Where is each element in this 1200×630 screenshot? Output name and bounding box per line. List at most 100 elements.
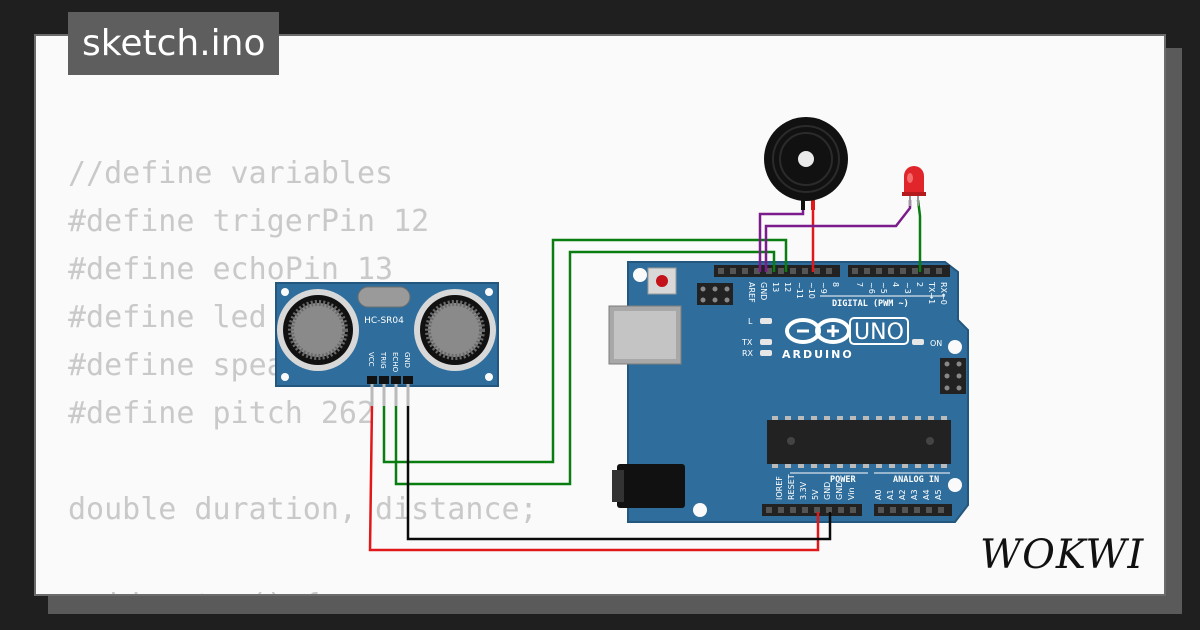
crystal (357, 286, 411, 308)
pin-label: ~5 (879, 282, 888, 294)
pin-label: 13 (771, 282, 780, 292)
code-line: #define echoPin 13 (68, 252, 394, 287)
header-pin[interactable] (814, 507, 820, 513)
pin-label: ~11 (795, 282, 804, 299)
wokwi-logo: WOKWI (980, 532, 1144, 576)
red-led[interactable] (902, 166, 926, 206)
pin-label: RX←0 (939, 282, 948, 305)
pin-label: GND (835, 482, 844, 500)
header-pin[interactable] (838, 507, 844, 513)
header-pin[interactable] (790, 507, 796, 513)
sensor-pins (367, 376, 413, 406)
header-pin[interactable] (778, 268, 784, 274)
sensor-pin-label: VCC (367, 352, 375, 367)
header-pin[interactable] (864, 268, 870, 274)
sensor-pin-label: TRIG (379, 351, 387, 369)
header-pin[interactable] (790, 268, 796, 274)
file-tab[interactable]: sketch.ino (68, 12, 280, 75)
pin-label: GND (759, 282, 768, 300)
header-pin[interactable] (888, 268, 894, 274)
mount-hole (693, 503, 707, 517)
icsp-header-right (940, 358, 966, 394)
header-pin[interactable] (852, 268, 858, 274)
sensor-pin[interactable] (403, 376, 413, 384)
pin-label: TX→1 (927, 281, 936, 304)
led-label-rx: RX (742, 349, 754, 358)
pin-label: A0 (874, 489, 883, 500)
logo-text: WOKWI (980, 532, 1144, 576)
mount-hole (948, 340, 962, 354)
header-pin[interactable] (826, 268, 832, 274)
code-preview: //define variables#define trigerPin 12#d… (68, 150, 538, 594)
header-pin[interactable] (718, 268, 724, 274)
header-pin[interactable] (912, 268, 918, 274)
power-label: POWER (830, 475, 856, 485)
digital-header-right (848, 265, 950, 277)
header-pin[interactable] (890, 507, 896, 513)
board-brand: ARDUINO (782, 348, 854, 361)
pin-label: A5 (934, 489, 943, 500)
sensor-pin-label: GND (403, 352, 411, 368)
icsp-header (697, 283, 733, 305)
header-pin[interactable] (938, 507, 944, 513)
header-pin[interactable] (778, 507, 784, 513)
code-card: //define variables#define trigerPin 12#d… (34, 34, 1166, 596)
led-l (760, 318, 772, 324)
header-pin[interactable] (850, 507, 856, 513)
led-tx (760, 339, 772, 345)
header-pin[interactable] (730, 268, 736, 274)
header-pin[interactable] (900, 268, 906, 274)
sensor-pin[interactable] (367, 376, 377, 384)
header-pin[interactable] (878, 507, 884, 513)
code-line: void setup() { (68, 582, 538, 594)
sensor-pin[interactable] (379, 376, 389, 384)
pin-label: 12 (783, 282, 792, 292)
ultrasonic-transducer-right (414, 289, 496, 371)
pin-label: ~3 (903, 282, 912, 294)
header-pin[interactable] (802, 268, 808, 274)
header-pin[interactable] (766, 507, 772, 513)
header-pin[interactable] (926, 507, 932, 513)
header-pin[interactable] (924, 268, 930, 274)
pin-label: Vin (847, 487, 856, 500)
microcontroller-chip (767, 416, 951, 468)
code-line: #define trigerPin 12 (68, 204, 430, 239)
header-pin[interactable] (766, 268, 772, 274)
mount-hole (948, 478, 962, 492)
on-label: ON (930, 339, 942, 348)
header-pin[interactable] (914, 507, 920, 513)
board-model: UNO (854, 320, 904, 345)
header-pin[interactable] (814, 268, 820, 274)
header-pin[interactable] (742, 268, 748, 274)
header-pin[interactable] (936, 268, 942, 274)
header-pin[interactable] (902, 507, 908, 513)
code-line: #define pitch 262 (68, 396, 376, 431)
pin-label: 8 (831, 282, 840, 287)
power-jack (617, 464, 685, 508)
wires (368, 199, 922, 552)
pin-label: RESET (787, 474, 796, 500)
led-rx (760, 350, 772, 356)
header-pin[interactable] (754, 268, 760, 274)
wire-echo-green (394, 250, 776, 486)
digital-header-left (714, 265, 840, 277)
sensor-model-label: HC-SR04 (364, 316, 404, 326)
led-label-tx: TX (741, 338, 753, 347)
power-analog-header (762, 504, 952, 516)
digital-label: DIGITAL (PWM ~) (832, 299, 909, 309)
header-pin[interactable] (802, 507, 808, 513)
header-pin[interactable] (826, 507, 832, 513)
wire-trig-green (382, 238, 788, 464)
sensor-pin[interactable] (391, 376, 401, 384)
piezo-buzzer[interactable] (764, 117, 848, 210)
header-pin[interactable] (876, 268, 882, 274)
ultrasonic-transducer-left (277, 289, 359, 371)
pin-label: IOREF (775, 476, 784, 500)
pin-label: ~6 (867, 282, 876, 294)
